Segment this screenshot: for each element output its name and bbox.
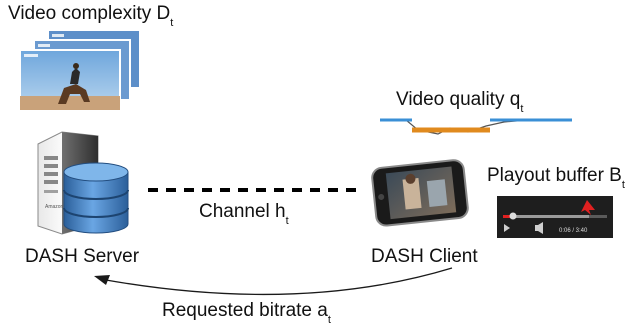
dash-server-label: DASH Server (25, 246, 140, 267)
playout-buffer-label: Playout buffer Bt (487, 165, 625, 191)
video-quality-label: Video quality qt (396, 89, 524, 115)
video-player-bar: 0:06 / 3:40 (497, 196, 613, 238)
channel-link (148, 188, 356, 192)
volume-icon (535, 225, 538, 231)
video-quality-graph (380, 118, 572, 135)
requested-bitrate-label: Requested bitrate at (162, 300, 331, 326)
video-frames-image (19, 29, 141, 111)
buffer-arrow-icon (581, 200, 595, 215)
video-complexity-label: Video complexity Dt (8, 3, 174, 29)
player-time: 0:06 / 3:40 (559, 228, 588, 234)
dash-client-label: DASH Client (371, 246, 478, 267)
smartphone-icon (371, 159, 469, 227)
database-icon (63, 162, 129, 234)
channel-label: Channel ht (199, 201, 289, 227)
server-rack-text: Amazon (45, 204, 64, 210)
play-icon (504, 224, 510, 232)
requested-bitrate-arrow (94, 267, 453, 296)
